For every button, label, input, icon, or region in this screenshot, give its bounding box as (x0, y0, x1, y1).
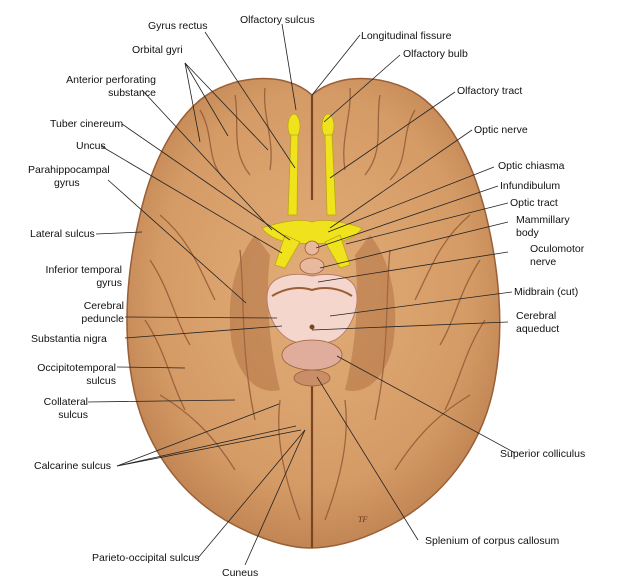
label-cerebral-aqueduct-line1: Cerebral (516, 310, 557, 322)
label-cerebral-aqueduct-line2: aqueduct (516, 323, 560, 335)
label-mammillary-body: Mammillary body (516, 214, 570, 240)
label-cerebral-peduncle-line1: Cerebral (83, 300, 124, 312)
label-anterior-perforating-line2: substance (108, 87, 156, 99)
label-oculomotor-line2: nerve (530, 256, 557, 268)
label-inferior-temporal-line1: Inferior temporal (45, 264, 122, 276)
label-infundibulum: Infundibulum (500, 180, 561, 192)
label-mammillary-line2: body (516, 227, 539, 239)
label-substantia-nigra: Substantia nigra (31, 333, 107, 345)
label-oculomotor-nerve: Oculomotor nerve (530, 243, 584, 269)
colliculus-shape (281, 339, 343, 371)
artist-signature: TF (358, 515, 367, 524)
label-parahippocampal-line2: gyrus (54, 177, 80, 189)
label-splenium-corpus-callosum: Splenium of corpus callosum (425, 535, 560, 547)
aqueduct-dot (309, 324, 315, 330)
label-olfactory-sulcus: Olfactory sulcus (240, 14, 315, 26)
label-cerebral-aqueduct: Cerebral aqueduct (516, 310, 559, 336)
leader-lines (87, 23, 516, 566)
label-inferior-temporal-gyrus: Inferior temporal gyrus (28, 264, 122, 290)
label-olfactory-bulb: Olfactory bulb (403, 48, 468, 60)
label-collateral-line1: Collateral (43, 396, 88, 408)
label-inferior-temporal-line2: gyrus (96, 277, 122, 289)
label-tuber-cinereum: Tuber cinereum (50, 118, 124, 130)
label-collateral-sulcus: Collateral sulcus (30, 396, 88, 422)
label-gyrus-rectus: Gyrus rectus (148, 20, 208, 32)
label-orbital-gyri: Orbital gyri (132, 44, 183, 56)
label-collateral-line2: sulcus (58, 409, 88, 421)
infundibulum-shape (304, 240, 320, 256)
label-anterior-perforating-line1: Anterior perforating (66, 74, 156, 86)
label-parieto-occipital-sulcus: Parieto-occipital sulcus (92, 552, 200, 564)
label-occipitotemporal-line2: sulcus (86, 375, 116, 387)
label-olfactory-tract: Olfactory tract (457, 85, 523, 97)
label-occipitotemporal-sulcus: Occipitotemporal sulcus (20, 362, 116, 388)
label-cerebral-peduncle-line2: peduncle (81, 313, 124, 325)
temporal-lobe-shadow-right (345, 235, 396, 391)
label-midbrain-cut: Midbrain (cut) (514, 286, 579, 298)
label-superior-colliculus: Superior colliculus (500, 448, 586, 460)
substantia-nigra-band (271, 287, 353, 297)
splenium-shape (293, 369, 331, 387)
label-optic-chiasma: Optic chiasma (498, 160, 565, 172)
label-optic-nerve: Optic nerve (474, 124, 528, 136)
label-calcarine-sulcus: Calcarine sulcus (34, 460, 112, 472)
mammillary-bodies-shape (299, 257, 325, 275)
label-occipitotemporal-line1: Occipitotemporal (37, 362, 116, 374)
label-oculomotor-line1: Oculomotor (530, 243, 585, 255)
label-cerebral-peduncle: Cerebral peduncle (46, 300, 124, 326)
label-anterior-perforating-substance: Anterior perforating substance (52, 74, 156, 100)
label-cuneus: Cuneus (222, 567, 259, 579)
label-mammillary-line1: Mammillary (516, 214, 570, 226)
midbrain-cut-surface (266, 273, 358, 345)
label-optic-tract: Optic tract (510, 197, 558, 209)
label-parahippocampal-line1: Parahippocampal (28, 164, 110, 176)
label-longitudinal-fissure: Longitudinal fissure (361, 30, 452, 42)
temporal-lobe-shadow-left (229, 235, 280, 391)
label-parahippocampal-gyrus: Parahippocampal gyrus (28, 164, 110, 190)
label-uncus: Uncus (76, 140, 106, 152)
label-lateral-sulcus: Lateral sulcus (30, 228, 95, 240)
